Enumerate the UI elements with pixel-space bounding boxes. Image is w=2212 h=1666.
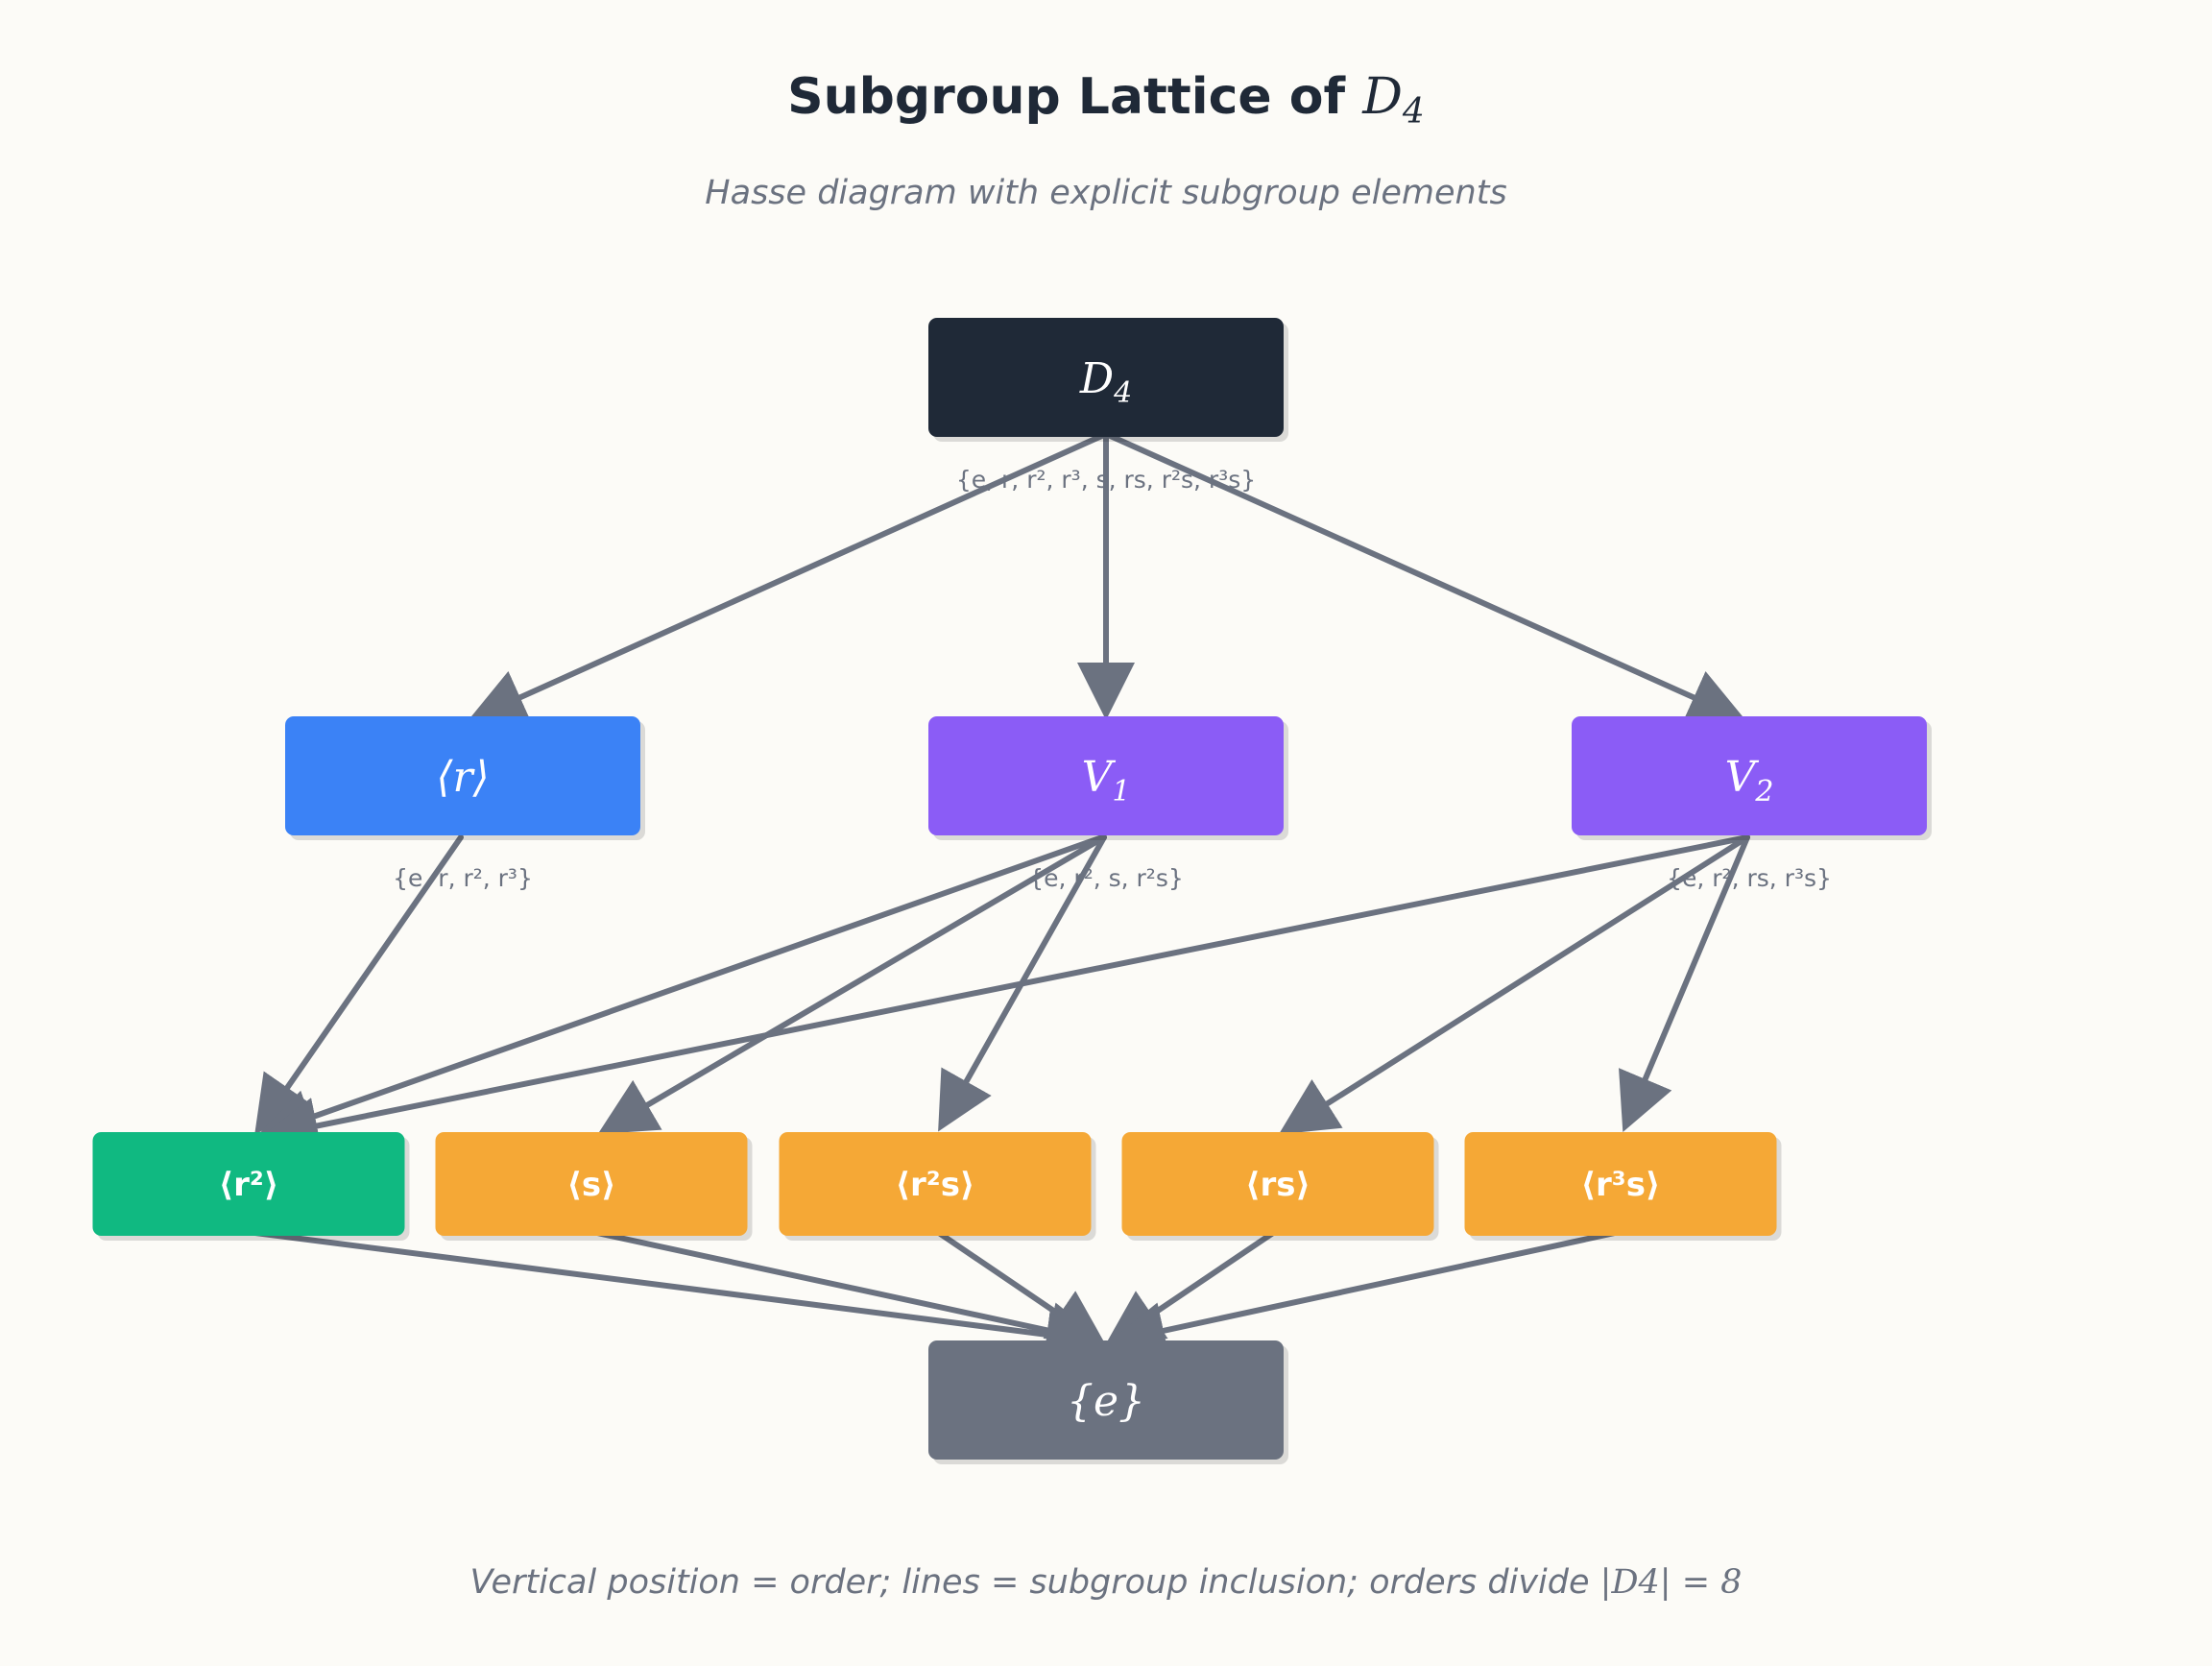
node-label-sub: 1	[1112, 775, 1130, 809]
node-V2: V2 {e, r², rs, r³s}	[1572, 716, 1932, 892]
node-label: D4	[1079, 354, 1132, 410]
node-label-main: ⟨s⟩	[566, 1166, 615, 1204]
node-r3s: ⟨r³s⟩	[1464, 1132, 1782, 1241]
node-label: ⟨r²⟩	[219, 1166, 279, 1204]
node-label: ⟨r⟩	[436, 753, 489, 802]
edge-s-to-e	[594, 1230, 1106, 1360]
node-label-main: V	[1725, 753, 1760, 802]
edges-layer	[252, 431, 1750, 1364]
footer-caption: Vertical position = order; lines = subgr…	[470, 1563, 1743, 1602]
edge-V2-to-rs	[1278, 834, 1750, 1135]
node-label-main: ⟨r⟩	[436, 753, 489, 802]
node-box	[928, 1340, 1284, 1460]
title-math: D	[1361, 68, 1403, 126]
node-r: ⟨r⟩ {e, r, r², r³}	[285, 716, 645, 892]
footer-math: |D4| = 8	[1600, 1563, 1743, 1602]
node-box	[928, 716, 1284, 835]
page-subtitle: Hasse diagram with explicit subgroup ele…	[705, 174, 1506, 212]
nodes-layer: D4 {e, r, r², r³, s, rs, r²s, r³s} ⟨r⟩ {e, …	[92, 318, 1932, 1464]
node-box	[1121, 1132, 1434, 1236]
edge-V2-to-r2	[260, 834, 1750, 1154]
edge-D4-to-r	[468, 431, 1109, 724]
node-box	[92, 1132, 405, 1236]
edge-D4-to-V2	[1103, 431, 1746, 724]
node-elements-V2: {e, r², rs, r³s}	[1667, 864, 1832, 892]
node-r2s: ⟨r²s⟩	[779, 1132, 1096, 1241]
edge-V1-to-s	[597, 834, 1107, 1135]
node-label: ⟨rs⟩	[1245, 1166, 1310, 1204]
node-label-main: ⟨r³s⟩	[1581, 1166, 1661, 1204]
title-text: Subgroup Lattice of	[787, 68, 1362, 126]
node-label: V1	[1082, 753, 1131, 809]
node-elements-r: {e, r, r², r³}	[393, 864, 533, 892]
node-label-main: V	[1082, 753, 1117, 802]
node-label: ⟨r²s⟩	[896, 1166, 975, 1204]
node-box	[1464, 1132, 1777, 1236]
node-label: {e}	[1067, 1377, 1145, 1426]
node-box	[779, 1132, 1092, 1236]
node-s: ⟨s⟩	[435, 1132, 753, 1241]
node-box	[928, 318, 1284, 437]
edge-V1-to-r2	[255, 834, 1105, 1146]
edge-r2s-to-e	[936, 1230, 1107, 1347]
node-label-main: ⟨r²⟩	[219, 1166, 279, 1204]
node-rs: ⟨rs⟩	[1121, 1132, 1439, 1241]
node-label-main: {e}	[1067, 1377, 1145, 1426]
node-elements-D4: {e, r, r², r³, s, rs, r²s, r³s}	[956, 466, 1256, 494]
node-box	[1572, 716, 1927, 835]
node-elements-V1: {e, r², s, r²s}	[1028, 864, 1184, 892]
node-box	[435, 1132, 748, 1236]
edge-V1-to-r2s	[938, 834, 1107, 1132]
edge-r3s-to-e	[1107, 1230, 1618, 1360]
node-box	[285, 716, 640, 835]
node-label: ⟨s⟩	[566, 1166, 615, 1204]
node-label: ⟨r³s⟩	[1581, 1166, 1661, 1204]
edge-V2-to-r3s	[1619, 834, 1750, 1133]
edge-r-to-r2	[254, 834, 464, 1135]
node-D4: D4 {e, r, r², r³, s, rs, r²s, r³s}	[928, 318, 1288, 494]
node-label-main: D	[1079, 354, 1114, 403]
footer-text: Vertical position = order; lines = subgr…	[470, 1563, 1600, 1602]
edge-r2-to-e	[252, 1230, 1104, 1364]
node-e: {e}	[928, 1340, 1288, 1464]
node-label-sub: 4	[1113, 376, 1132, 410]
node-label-main: ⟨r²s⟩	[896, 1166, 975, 1204]
page-title: Subgroup Lattice of D4	[787, 68, 1425, 132]
node-V1: V1 {e, r², s, r²s}	[928, 716, 1288, 892]
title-math-sub: 4	[1402, 92, 1425, 132]
node-r2: ⟨r²⟩	[92, 1132, 410, 1241]
node-label-main: ⟨rs⟩	[1245, 1166, 1310, 1204]
node-label: V2	[1725, 753, 1774, 809]
node-label-sub: 2	[1754, 775, 1773, 809]
